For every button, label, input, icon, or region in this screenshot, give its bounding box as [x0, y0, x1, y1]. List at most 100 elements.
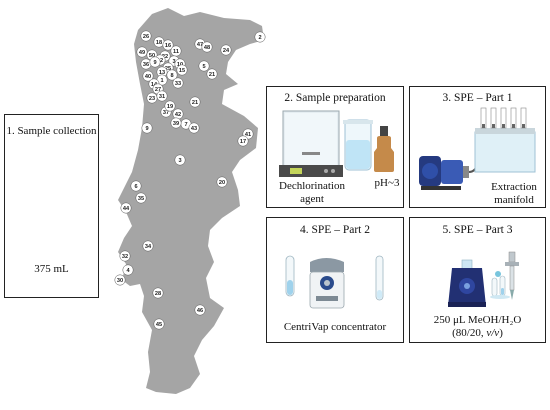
vortex-mixer-icon — [448, 259, 486, 307]
site-marker-label: 50 — [149, 53, 155, 59]
site-marker-circle — [172, 77, 184, 89]
site-marker-label: 6 — [134, 184, 137, 190]
portugal-map — [118, 8, 264, 394]
site-marker-circle — [130, 180, 142, 192]
site-marker-label: 41 — [245, 132, 251, 138]
panel-sample-preparation: 2. Sample preparation Dechlorination age… — [266, 86, 404, 208]
site-marker-label: 9 — [145, 126, 148, 132]
site-marker-label: 22 — [162, 54, 168, 60]
site-marker-label: 4 — [126, 268, 130, 274]
site-marker: 23 — [146, 92, 158, 104]
site-marker: 49 — [136, 46, 148, 58]
site-marker-circle — [153, 318, 165, 330]
site-marker-label: 34 — [145, 244, 152, 250]
label-line: Extraction — [491, 181, 537, 193]
centrivap-label: CentriVap concentrator — [283, 321, 387, 333]
sample-tube-right-icon — [375, 255, 384, 301]
panel-title: 5. SPE – Part 3 — [442, 224, 513, 236]
site-marker: 36 — [140, 58, 152, 70]
site-marker-circle — [254, 31, 266, 43]
panel-title: 1. Sample collection — [6, 125, 97, 137]
site-marker-label: 19 — [167, 104, 173, 110]
site-marker-label: 43 — [191, 126, 197, 132]
label-line: Dechlorination — [279, 180, 345, 192]
site-marker-label: 37 — [163, 110, 169, 116]
site-marker: 16 — [162, 39, 174, 51]
site-marker: 39 — [170, 117, 182, 129]
label-italic: v/v — [486, 326, 500, 339]
site-marker: 9 — [141, 122, 153, 134]
site-marker-circle — [120, 202, 132, 214]
site-marker: 32 — [119, 250, 131, 262]
site-marker: 35 — [135, 192, 147, 204]
site-marker-label: 44 — [123, 206, 130, 212]
label-line: agent — [300, 192, 324, 205]
site-marker-circle — [216, 176, 228, 188]
sample-tube-left-icon — [285, 255, 295, 297]
label-line: (80/20, — [452, 326, 487, 339]
dechlorination-agent-label: Dechlorination agent — [279, 180, 345, 205]
site-marker-label: 17 — [240, 139, 246, 145]
site-marker-circle — [114, 274, 126, 286]
site-marker-circle — [164, 100, 176, 112]
site-marker: 33 — [172, 77, 184, 89]
panel-spe-part-2: 4. SPE – Part 2 CentriVap concentrator — [266, 217, 404, 343]
beaker-icon — [343, 119, 373, 171]
site-marker-circle — [149, 56, 161, 68]
site-marker-circle — [237, 135, 249, 147]
site-marker-circle — [174, 154, 186, 166]
site-marker-circle — [152, 287, 164, 299]
site-marker-label: 25 — [165, 66, 171, 72]
site-marker-label: 48 — [204, 45, 210, 51]
panel-title: 2. Sample preparation — [284, 92, 386, 104]
site-marker: 15 — [176, 64, 188, 76]
site-marker: 30 — [114, 274, 126, 286]
site-marker-label: 20 — [219, 180, 225, 186]
site-marker: 11 — [170, 45, 182, 57]
extraction-manifold-icon — [474, 107, 536, 173]
site-marker-label: 40 — [145, 74, 151, 80]
label-line: manifold — [494, 193, 534, 206]
site-marker: 43 — [188, 122, 200, 134]
site-marker-label: 45 — [156, 322, 162, 328]
site-marker-label: 1 — [160, 78, 163, 84]
site-marker: 48 — [201, 41, 213, 53]
site-marker-circle — [135, 192, 147, 204]
site-marker: 6 — [130, 180, 142, 192]
dropper-bottle-icon — [374, 126, 394, 172]
site-marker-circle — [176, 64, 188, 76]
site-marker-label: 21 — [209, 72, 215, 78]
site-marker-circle — [220, 44, 232, 56]
site-marker: 3 — [174, 154, 186, 166]
extraction-manifold-label: Extraction manifold — [484, 181, 544, 206]
site-marker: 19 — [164, 100, 176, 112]
centrivap-concentrator-icon — [309, 258, 345, 309]
site-marker: 40 — [142, 70, 154, 82]
site-marker-label: 49 — [139, 50, 145, 56]
site-marker: 24 — [220, 44, 232, 56]
site-marker-label: 27 — [155, 87, 161, 93]
panel-spe-part-1: 3. SPE – Part 1 Extraction manifold — [409, 86, 546, 208]
site-marker: 46 — [194, 304, 206, 316]
vacuum-pump-icon — [419, 156, 469, 190]
site-marker: 5 — [198, 60, 210, 72]
site-marker: 28 — [152, 287, 164, 299]
site-marker: 42 — [172, 108, 184, 120]
site-marker-label: 21 — [192, 100, 198, 106]
site-marker-label: 2 — [258, 35, 261, 41]
sample-volume-label: 375 mL — [34, 263, 69, 275]
site-marker-label: 46 — [197, 308, 203, 314]
site-marker-label: 23 — [149, 96, 155, 102]
site-marker-label: 36 — [143, 62, 149, 68]
panel-sample-collection: 1. Sample collection 375 mL — [4, 114, 99, 298]
site-marker: 21 — [189, 96, 201, 108]
ph-label: pH~3 — [374, 177, 400, 189]
site-marker-label: 26 — [143, 34, 149, 40]
label-line: 250 μL MeOH/H₂O — [433, 314, 522, 326]
analytical-balance-icon — [279, 110, 343, 177]
site-marker: 45 — [153, 318, 165, 330]
site-marker-circle — [140, 30, 152, 42]
site-marker-label: 9 — [153, 60, 156, 66]
site-marker-circle — [189, 96, 201, 108]
panel-title: 4. SPE – Part 2 — [300, 224, 370, 236]
